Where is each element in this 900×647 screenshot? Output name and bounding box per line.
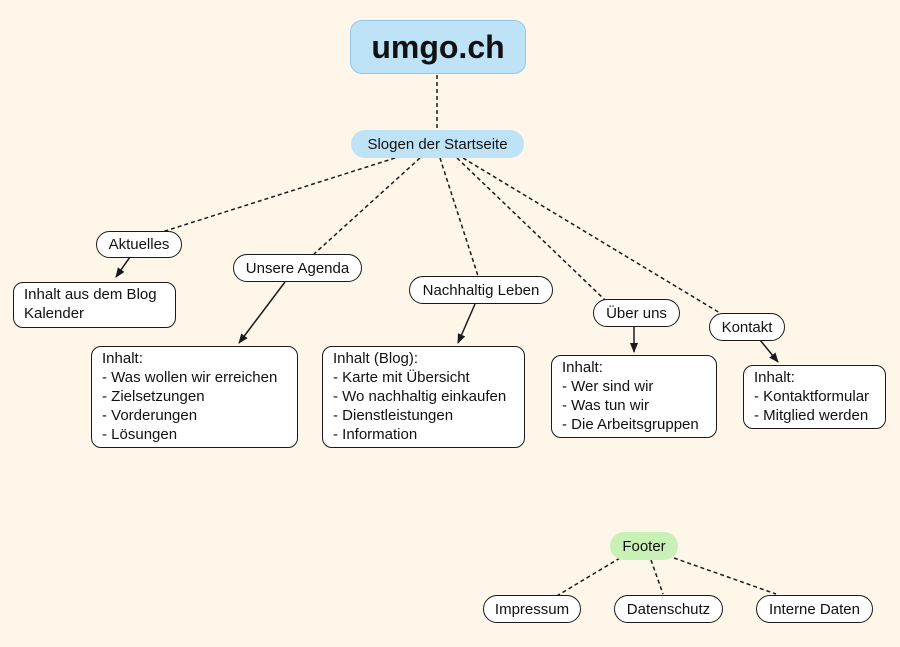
arrow-nachhaltig-content bbox=[457, 303, 476, 344]
content-line: - Wer sind wir bbox=[562, 378, 654, 395]
link-footer-interne bbox=[673, 557, 777, 595]
arrow-agenda-content bbox=[238, 281, 286, 344]
content-line: - Wo nachhaltig einkaufen bbox=[333, 388, 507, 405]
content-line: Inhalt: bbox=[102, 350, 143, 367]
section-ueber: Über uns bbox=[593, 299, 680, 327]
footer-item-impressum: Impressum bbox=[483, 595, 581, 623]
section-nachhaltig: Nachhaltig Leben bbox=[409, 276, 553, 304]
content-line: - Information bbox=[333, 426, 418, 443]
content-line: - Karte mit Übersicht bbox=[333, 369, 470, 386]
section-ueber-label: Über uns bbox=[606, 304, 667, 322]
section-agenda: Unsere Agenda bbox=[233, 254, 362, 282]
content-line: Inhalt (Blog): bbox=[333, 350, 419, 367]
content-nachhaltig: Inhalt (Blog): - Karte mit Übersicht - W… bbox=[322, 346, 525, 448]
section-kontakt-label: Kontakt bbox=[721, 318, 773, 336]
content-agenda: Inhalt: - Was wollen wir erreichen - Zie… bbox=[91, 346, 298, 448]
footer-label: Footer bbox=[622, 537, 666, 555]
link-slogan-ueber bbox=[456, 157, 606, 301]
link-slogan-nachhaltig bbox=[439, 157, 479, 277]
footer-item-label: Interne Daten bbox=[769, 600, 860, 618]
content-line: - Zielsetzungen bbox=[102, 388, 205, 405]
root-node: umgo.ch bbox=[350, 20, 526, 74]
content-line: - Dienstleistungen bbox=[333, 407, 454, 424]
arrow-aktuelles-content bbox=[115, 256, 131, 278]
content-line: Inhalt: bbox=[562, 359, 603, 376]
content-line: Inhalt aus dem Blog bbox=[24, 286, 157, 303]
content-line: - Kontaktformular bbox=[754, 388, 870, 405]
footer-node: Footer bbox=[610, 532, 678, 560]
section-aktuelles: Aktuelles bbox=[96, 231, 182, 258]
link-slogan-aktuelles bbox=[161, 157, 396, 233]
section-agenda-label: Unsere Agenda bbox=[245, 259, 350, 277]
slogan-label: Slogen der Startseite bbox=[367, 135, 508, 153]
content-line: Kalender bbox=[24, 305, 85, 322]
root-title: umgo.ch bbox=[371, 29, 505, 65]
section-nachhaltig-label: Nachhaltig Leben bbox=[422, 281, 540, 299]
content-line: - Die Arbeitsgruppen bbox=[562, 416, 699, 433]
section-kontakt: Kontakt bbox=[709, 313, 785, 341]
footer-item-label: Datenschutz bbox=[626, 600, 711, 618]
content-line: - Mitglied werden bbox=[754, 407, 869, 424]
footer-item-interne-daten: Interne Daten bbox=[756, 595, 873, 623]
content-ueber: Inhalt: - Wer sind wir - Was tun wir - D… bbox=[551, 355, 717, 438]
content-line: Inhalt: bbox=[754, 369, 795, 386]
link-footer-datenschutz bbox=[650, 559, 664, 595]
link-slogan-kontakt bbox=[462, 157, 721, 314]
content-line: - Was wollen wir erreichen bbox=[102, 369, 278, 386]
content-line: - Vorderungen bbox=[102, 407, 198, 424]
slogan-node: Slogen der Startseite bbox=[351, 130, 524, 158]
link-footer-impressum bbox=[554, 557, 621, 598]
content-aktuelles: Inhalt aus dem Blog Kalender bbox=[13, 282, 176, 328]
content-kontakt: Inhalt: - Kontaktformular - Mitglied wer… bbox=[743, 365, 886, 429]
link-slogan-agenda bbox=[313, 157, 421, 255]
footer-item-label: Impressum bbox=[494, 600, 570, 618]
footer-item-datenschutz: Datenschutz bbox=[614, 595, 723, 623]
arrow-kontakt-content bbox=[759, 339, 779, 363]
content-line: - Was tun wir bbox=[562, 397, 649, 414]
section-aktuelles-label: Aktuelles bbox=[108, 236, 170, 253]
content-line: - Lösungen bbox=[102, 426, 178, 443]
